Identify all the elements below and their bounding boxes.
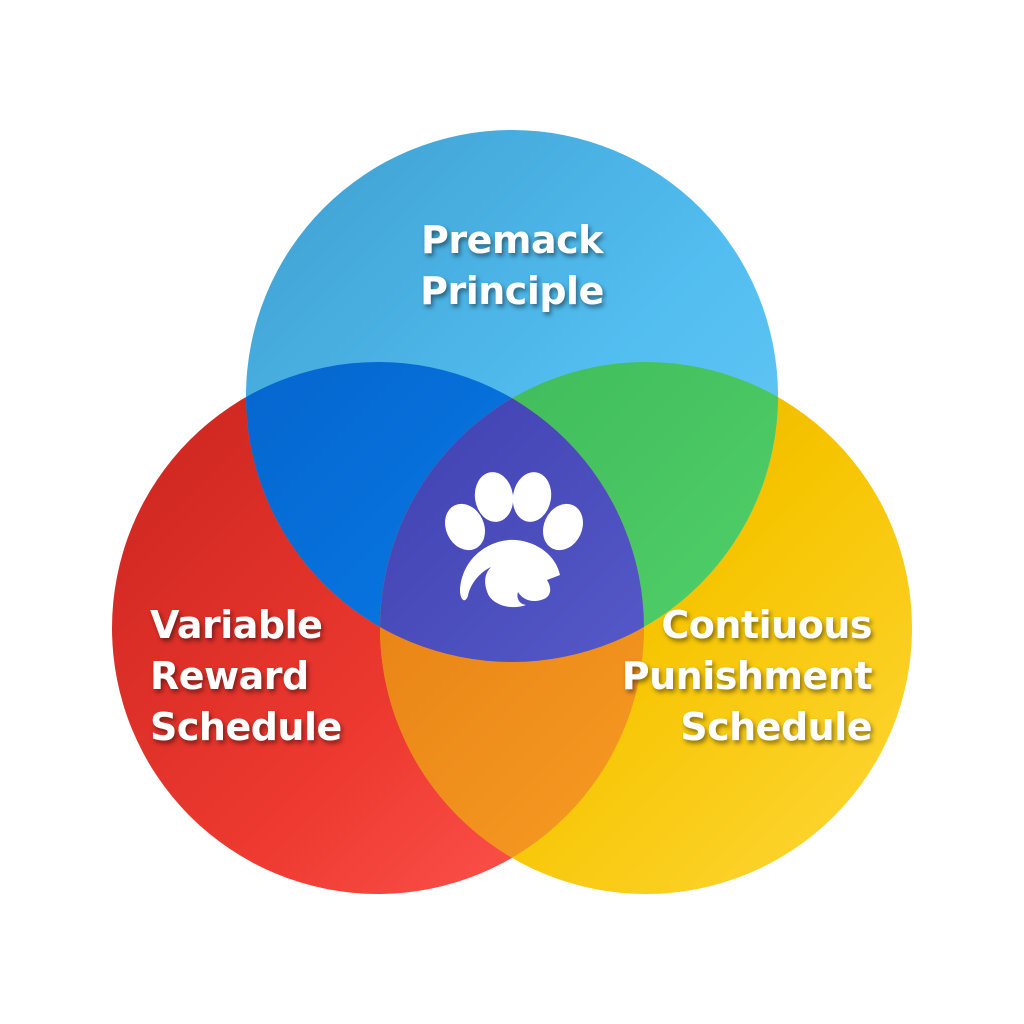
label-line: Premack [421, 218, 603, 262]
label-line: Variable [150, 603, 323, 647]
overlap-center [380, 362, 644, 662]
label-line: Schedule [680, 705, 872, 749]
label-line: Punishment [621, 654, 873, 698]
label-line: Schedule [150, 705, 342, 749]
label-line: Contiuous [661, 603, 872, 647]
label-line: Reward [150, 654, 309, 698]
label-line: Principle [420, 269, 604, 313]
label-premack-principle: Premack Principle [330, 215, 694, 317]
label-continuous-punishment-schedule: Contiuous Punishment Schedule [621, 600, 873, 753]
label-variable-reward-schedule: Variable Reward Schedule [150, 600, 342, 753]
paw-dog-icon [445, 472, 583, 608]
